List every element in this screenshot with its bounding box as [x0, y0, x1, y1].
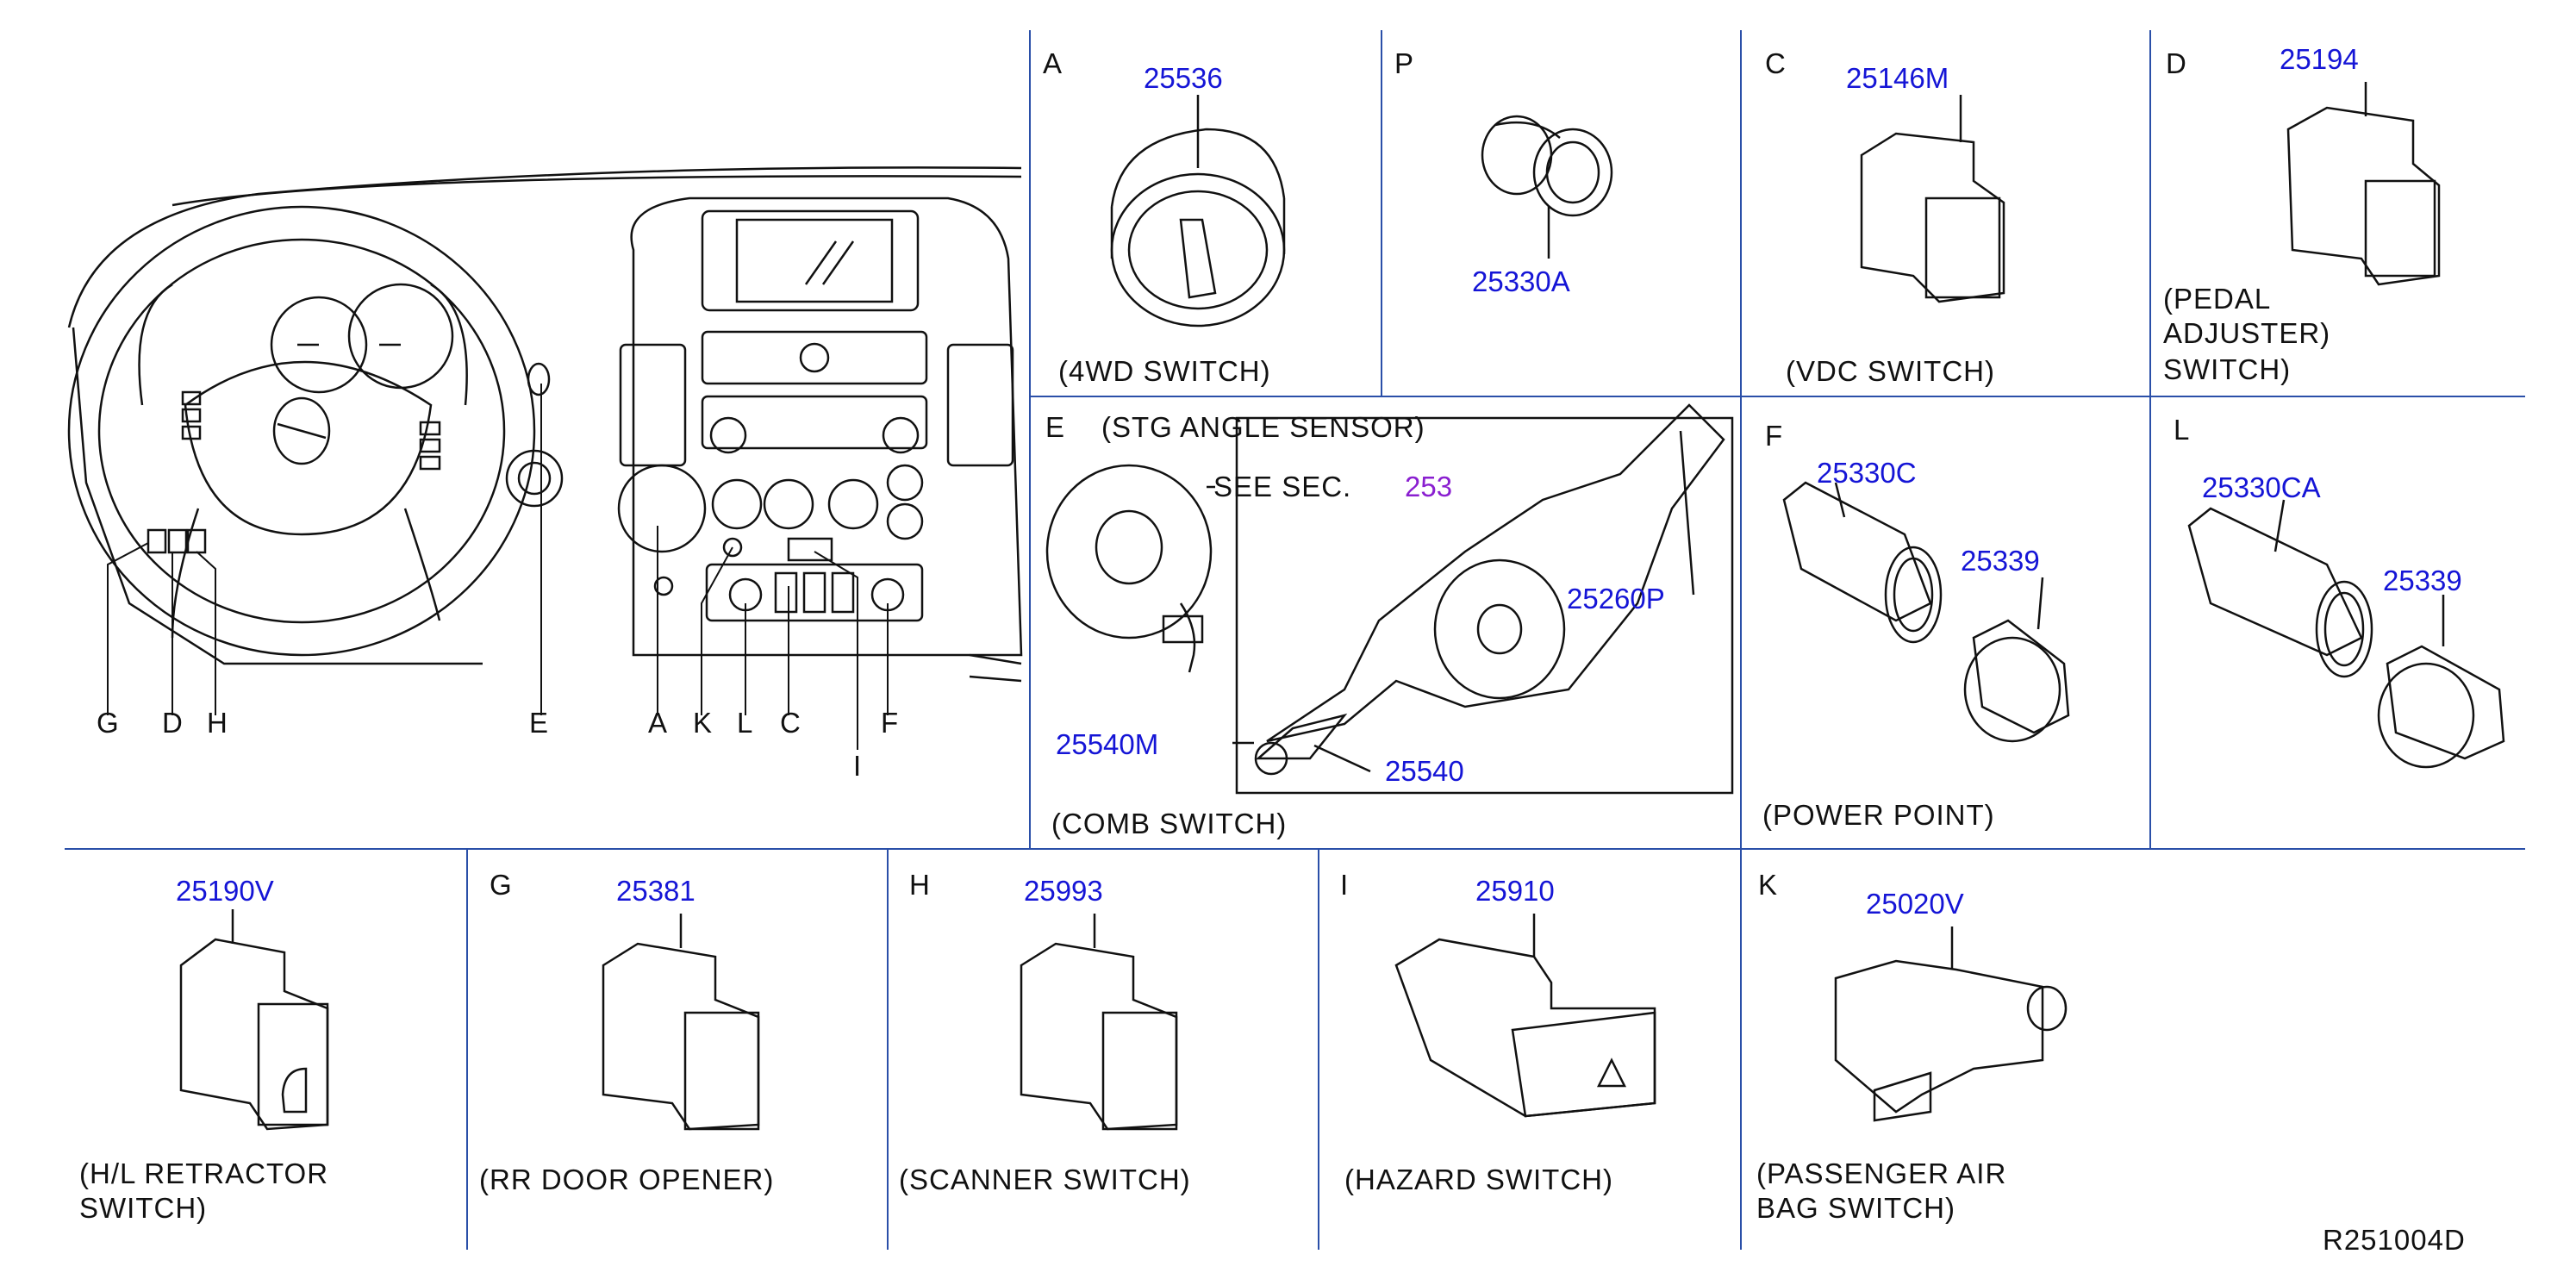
overview-leaders	[107, 384, 889, 750]
panel-f-caption: (POWER POINT)	[1762, 799, 1995, 831]
reference-code: R251004D	[2323, 1224, 2466, 1256]
callout-h[interactable]: H	[207, 707, 228, 739]
part-number-25146m[interactable]: 25146M	[1846, 62, 1949, 94]
part-number-25381[interactable]: 25381	[616, 875, 695, 907]
panel-h-letter: H	[909, 869, 930, 901]
part-number-25536[interactable]: 25536	[1144, 62, 1223, 94]
panel-k-letter: K	[1758, 869, 1778, 901]
callout-g[interactable]: G	[97, 707, 119, 739]
callout-l[interactable]: L	[737, 707, 753, 739]
art-4wd-switch	[1110, 95, 1286, 328]
part-number-25993[interactable]: 25993	[1024, 875, 1103, 907]
part-number-25910[interactable]: 25910	[1475, 875, 1555, 907]
panel-a-caption: (4WD SWITCH)	[1058, 355, 1271, 387]
panel-e-letter: E	[1045, 411, 1065, 443]
part-number-25020v[interactable]: 25020V	[1866, 888, 1964, 920]
panel-hl-caption-2: SWITCH)	[79, 1192, 208, 1224]
panel-c-letter: C	[1765, 47, 1786, 79]
panel-c-caption: (VDC SWITCH)	[1786, 355, 1995, 387]
part-number-25330ca[interactable]: 25330CA	[2202, 471, 2321, 503]
panel-e-caption: (COMB SWITCH)	[1051, 808, 1288, 839]
part-number-25190v[interactable]: 25190V	[176, 875, 274, 907]
grid-dividers	[65, 30, 2525, 1250]
panel-k-caption-1: (PASSENGER AIR	[1756, 1157, 2007, 1189]
art-grommet	[1481, 115, 1613, 259]
callout-i[interactable]: I	[853, 750, 862, 782]
callout-e[interactable]: E	[529, 707, 549, 739]
art-bottom-switches	[179, 909, 2068, 1131]
art-vdc-switch	[1860, 95, 2005, 303]
callout-d[interactable]: D	[162, 707, 183, 739]
panel-d-caption-1: (PEDAL	[2163, 283, 2272, 315]
part-number-25339-l[interactable]: 25339	[2383, 565, 2462, 596]
panel-e-title: (STG ANGLE SENSOR)	[1101, 411, 1425, 443]
panel-p-letter: P	[1394, 47, 1414, 79]
part-number-25260p[interactable]: 25260P	[1567, 583, 1665, 615]
see-section-label: SEE SEC.	[1213, 471, 1352, 502]
panel-k-caption-2: BAG SWITCH)	[1756, 1192, 1955, 1224]
callout-f[interactable]: F	[881, 707, 899, 739]
panel-g-letter: G	[490, 869, 512, 901]
art-pedal-switch	[2286, 82, 2441, 286]
part-number-25339-f[interactable]: 25339	[1961, 545, 2040, 577]
part-number-25330a[interactable]: 25330A	[1472, 265, 1570, 297]
panel-d-caption-3: SWITCH)	[2163, 353, 2292, 385]
callout-k[interactable]: K	[693, 707, 713, 739]
panel-i-caption: (HAZARD SWITCH)	[1344, 1164, 1613, 1195]
art-power-point	[1782, 481, 2070, 743]
section-link-253[interactable]: 253	[1405, 471, 1453, 502]
panel-a-letter: A	[1043, 47, 1063, 79]
panel-f-letter: F	[1765, 420, 1783, 452]
panel-l-letter: L	[2174, 414, 2190, 446]
part-number-25330c[interactable]: 25330C	[1817, 457, 1917, 489]
panel-hl-caption-1: (H/L RETRACTOR	[79, 1157, 329, 1189]
part-number-25540[interactable]: 25540	[1385, 755, 1464, 787]
callout-a[interactable]: A	[648, 707, 668, 739]
panel-i-letter: I	[1340, 869, 1349, 901]
panel-g-caption: (RR DOOR OPENER)	[479, 1164, 775, 1195]
art-comb-switch	[1045, 403, 1734, 795]
panel-d-caption-2: ADJUSTER)	[2163, 317, 2331, 349]
art-power-point-l	[2187, 499, 2505, 769]
panel-h-caption: (SCANNER SWITCH)	[899, 1164, 1191, 1195]
part-number-25194[interactable]: 25194	[2280, 43, 2359, 75]
callout-c[interactable]: C	[780, 707, 801, 739]
dashboard-overview	[67, 166, 1023, 683]
panel-d-letter: D	[2166, 47, 2186, 79]
part-number-25540m[interactable]: 25540M	[1056, 728, 1159, 760]
